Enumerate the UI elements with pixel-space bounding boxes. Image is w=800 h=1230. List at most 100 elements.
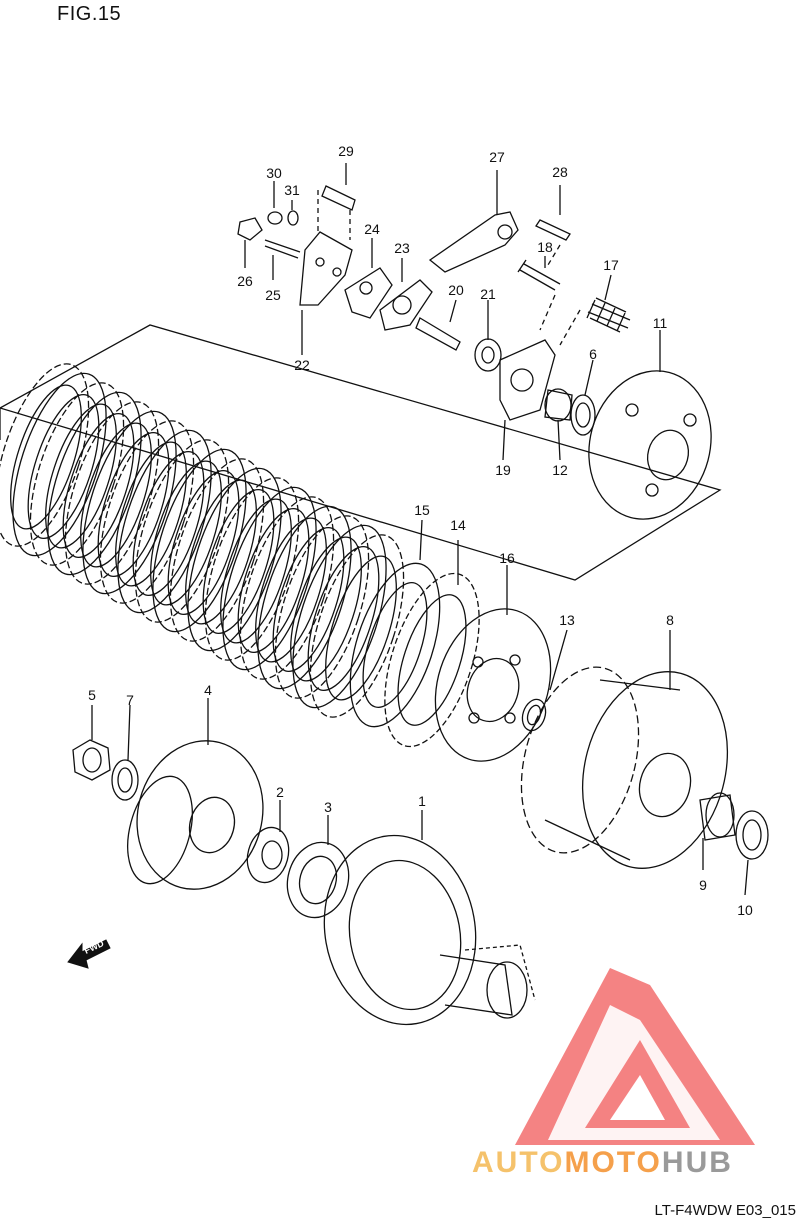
part-5-nut: [72, 739, 111, 781]
callout-11: 11: [653, 315, 668, 331]
clutch-plate: [204, 477, 300, 661]
plate-group-frame: [0, 324, 722, 581]
part-18-bolt: [517, 259, 561, 291]
callout-7: 7: [126, 692, 134, 708]
callout-16: 16: [499, 550, 515, 566]
callout-10: 10: [737, 902, 753, 918]
clutch-plates-stack: [0, 363, 405, 718]
callout-12: 12: [552, 462, 568, 478]
callout-3: 3: [324, 799, 332, 815]
watermark-hub: HUB: [662, 1146, 733, 1179]
part-12-bearing: [544, 389, 573, 421]
part-26-nut: [237, 217, 263, 241]
part-30-nut: [267, 211, 283, 225]
clutch-plate-inner: [10, 384, 82, 530]
watermark-auto: AUTO: [472, 1146, 564, 1179]
callout-31: 31: [284, 182, 300, 198]
callout-8: 8: [666, 612, 674, 628]
figure-code: LT-F4WDW E03_015: [654, 1202, 796, 1219]
callout-20: 20: [448, 282, 464, 298]
part-1-clutch-drum: [323, 834, 477, 1026]
part-15-plate: [349, 562, 441, 728]
clutch-plate-inner: [132, 450, 205, 597]
clutch-plate-inner: [167, 469, 240, 616]
clutch-plate: [222, 486, 317, 671]
clutch-plate: [309, 534, 405, 718]
clutch-plate: [64, 401, 160, 585]
clutch-plate-inner: [115, 441, 187, 587]
svg-text:AUTOMOTOHUB: AUTOMOTOHUB: [472, 1146, 733, 1179]
automotohub-watermark: AUTOMOTOHUB: [472, 968, 755, 1179]
clutch-plate-inner: [45, 403, 117, 549]
clutch-plate-inner: [97, 431, 170, 578]
part-19-release-plate: [499, 339, 556, 421]
clutch-plate: [239, 496, 335, 680]
clutch-plate: [117, 429, 212, 614]
clutch-plate: [134, 439, 230, 623]
clutch-plate: [292, 524, 387, 709]
part-29-bolt: [321, 185, 356, 211]
callout-15: 15: [414, 502, 430, 518]
callout-5: 5: [88, 687, 96, 703]
callout-18: 18: [537, 239, 553, 255]
part-25-bolt: [264, 239, 301, 259]
callout-19: 19: [495, 462, 511, 478]
part-4-clutch-shoe: [136, 740, 264, 890]
clutch-plate-inner: [325, 555, 397, 701]
clutch-plate: [0, 363, 90, 547]
part-23-cam: [379, 279, 433, 331]
clutch-plate-inner: [202, 488, 275, 635]
clutch-plate-inner: [307, 545, 380, 692]
part-20-pin: [415, 317, 461, 351]
callout-13: 13: [559, 612, 575, 628]
clutch-plate-inner: [185, 479, 257, 625]
clutch-plate-inner: [272, 526, 345, 673]
part-17-spring: [586, 297, 631, 333]
callout-1: 1: [418, 793, 426, 809]
clutch-plate: [152, 448, 247, 633]
callout-4: 4: [204, 682, 212, 698]
callout-2: 2: [276, 784, 284, 800]
clutch-plate-inner: [62, 412, 135, 559]
part-8-clutch-housing: [581, 671, 729, 869]
part-27-release-arm: [428, 211, 519, 273]
part-16-hub: [466, 657, 520, 723]
callout-21: 21: [480, 286, 496, 302]
callout-30: 30: [266, 165, 282, 181]
clutch-plate: [274, 515, 370, 699]
part-2-bearing: [246, 826, 290, 884]
part-3-one-way-clutch: [286, 841, 350, 919]
clutch-plate: [257, 505, 352, 690]
part-16-pressure-plate: [434, 608, 552, 762]
clutch-plate-inner: [290, 536, 362, 682]
clutch-plate-inner: [255, 517, 327, 663]
watermark-moto: MOTO: [564, 1146, 661, 1179]
callout-17: 17: [603, 257, 619, 273]
clutch-plate: [29, 382, 125, 566]
callout-28: 28: [552, 164, 568, 180]
clutch-plate-inner: [27, 393, 100, 540]
part-24-plate: [344, 267, 393, 319]
part-21-bearing: [474, 338, 502, 372]
clutch-plate-inner: [80, 422, 152, 568]
callout-24: 24: [364, 221, 380, 237]
part-14-plate: [384, 572, 480, 748]
clutch-plate: [82, 410, 177, 595]
clutch-plate: [12, 372, 107, 557]
callout-6: 6: [589, 346, 597, 362]
part-31-washer: [287, 210, 299, 226]
callout-27: 27: [489, 149, 505, 165]
part-15-plate-inner: [362, 582, 428, 708]
callout-23: 23: [394, 240, 410, 256]
clutch-plate-inner: [220, 498, 292, 644]
callout-14: 14: [450, 517, 466, 533]
part-6-washer: [570, 394, 596, 436]
callout-22: 22: [294, 357, 310, 373]
clutch-plate: [99, 420, 195, 604]
part-22-bracket: [299, 231, 353, 306]
callout-25: 25: [265, 287, 281, 303]
part-28-bolt: [535, 219, 571, 241]
clutch-plate: [47, 391, 142, 576]
